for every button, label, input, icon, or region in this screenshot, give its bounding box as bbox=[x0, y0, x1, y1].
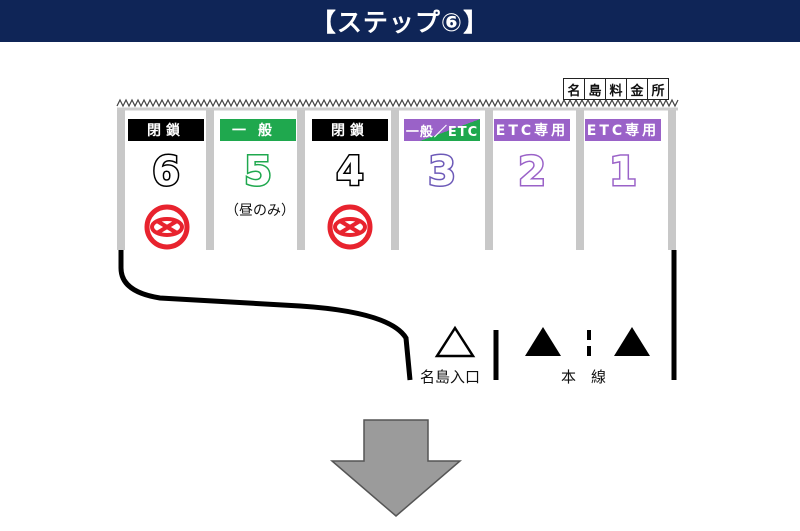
closed-sign-icon bbox=[144, 204, 190, 250]
triangle-outline-icon bbox=[434, 325, 476, 358]
sign-char: 島 bbox=[584, 79, 605, 99]
entrance-label: 名島入口 bbox=[420, 368, 481, 386]
sign-char: 金 bbox=[626, 79, 647, 99]
lane-number-6: 6 bbox=[151, 148, 182, 197]
sign-char: 料 bbox=[605, 79, 626, 99]
main-line-label: 本 線 bbox=[561, 368, 607, 386]
booth-3-label: 一般／ETC bbox=[404, 119, 480, 141]
booth-2-label: ETC専用 bbox=[494, 119, 570, 141]
lane-number-1: 1 bbox=[608, 148, 639, 197]
sign-char: 所 bbox=[647, 79, 668, 99]
sign-char: 名 bbox=[567, 83, 581, 99]
lane-number-3: 3 bbox=[427, 148, 458, 197]
down-arrow-icon bbox=[329, 419, 463, 517]
lane-5-daytime-note: （昼のみ） bbox=[225, 203, 295, 219]
closed-sign-icon bbox=[327, 204, 373, 250]
booth-4-label: 閉鎖 bbox=[312, 119, 388, 141]
tollgate-roof bbox=[116, 98, 679, 112]
lane-number-4: 4 bbox=[335, 148, 366, 197]
triangle-filled-icon bbox=[614, 327, 650, 356]
lane-number-2: 2 bbox=[517, 148, 548, 197]
tollgate-name-sign: 名 島 料 金 所 bbox=[563, 78, 669, 100]
triangle-filled-icon bbox=[525, 327, 561, 356]
step-title: 【ステップ⑥】 bbox=[310, 8, 490, 37]
booth-dividers bbox=[117, 110, 676, 250]
booth-1-label: ETC専用 bbox=[585, 119, 661, 141]
lane-number-5: 5 bbox=[243, 148, 274, 197]
road-lines bbox=[118, 250, 677, 381]
booth-5-label: 一般 bbox=[220, 119, 296, 141]
booth-6-label: 閉鎖 bbox=[128, 119, 204, 141]
step-title-bar: 【ステップ⑥】 bbox=[0, 0, 800, 42]
